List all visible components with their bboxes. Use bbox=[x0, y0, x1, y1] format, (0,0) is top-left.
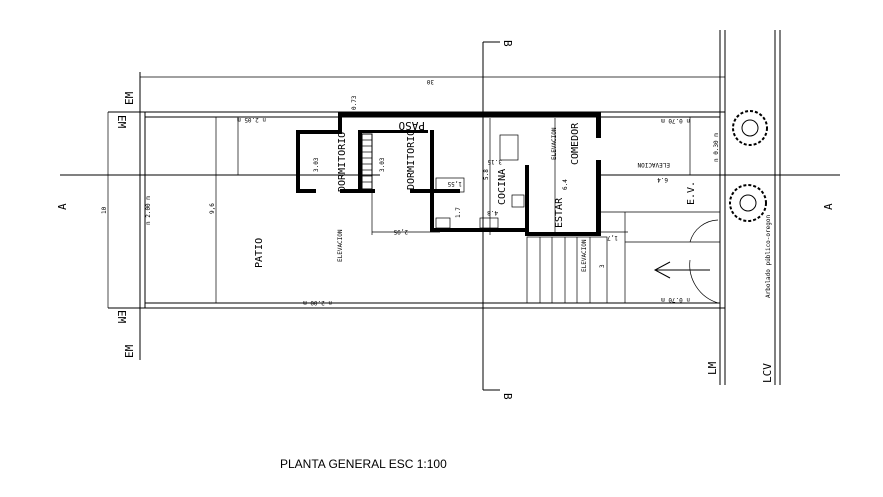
level-label: n 0.70 m bbox=[661, 117, 690, 124]
tree-icon bbox=[729, 110, 768, 222]
section-lines bbox=[60, 41, 840, 391]
em-label: EM bbox=[123, 91, 136, 105]
em-label: EM bbox=[115, 115, 128, 129]
dimension-lines bbox=[107, 76, 725, 308]
room-paso: PASO bbox=[399, 119, 426, 132]
elevation-marker: ELEVACION bbox=[637, 161, 670, 168]
dim-front-left: 1,7 bbox=[607, 234, 618, 241]
arbolado-label: Arbolado público-oregon bbox=[765, 215, 772, 298]
lm-label: LM bbox=[706, 361, 719, 375]
drawing-title: PLANTA GENERAL ESC 1:100 bbox=[280, 457, 447, 471]
level-label: n 0.70 m bbox=[661, 296, 690, 303]
dim-patio-width: 9,6 bbox=[209, 203, 216, 214]
level-label: n 2.00 m bbox=[145, 196, 152, 225]
room-cocina: COCINA bbox=[497, 169, 508, 205]
level-label: n 2.00 m bbox=[303, 299, 332, 306]
dim-total-width: 10 bbox=[101, 206, 108, 214]
dim-patio-depth: 2,95 bbox=[393, 228, 408, 235]
section-b-label: B bbox=[501, 393, 514, 400]
em-label: EM bbox=[123, 344, 136, 358]
elevation-marker: ELEVACION bbox=[551, 127, 558, 160]
section-b-label: B bbox=[501, 40, 514, 47]
lcv-label: LCV bbox=[761, 363, 774, 383]
building-walls bbox=[296, 112, 601, 236]
dim-estar: 6.4 bbox=[562, 179, 569, 190]
room-ev: E.V. bbox=[686, 181, 697, 205]
level-label: n 2.05 m bbox=[237, 116, 266, 123]
dim-small: 1.7 bbox=[455, 207, 462, 218]
elevation-marker: ELEVACION bbox=[581, 239, 588, 272]
room-comedor: COMEDOR bbox=[570, 122, 581, 165]
dim-kitchen-w: 4.8 bbox=[487, 209, 498, 216]
room-dormitorio: DORMITORIO bbox=[406, 130, 417, 190]
room-estar: ESTAR bbox=[554, 197, 565, 228]
section-a-label: A bbox=[822, 203, 835, 210]
dim-kitchen-len: 5.8 bbox=[483, 169, 490, 180]
dim-hall: 3.15 bbox=[487, 158, 502, 165]
dim-dorm-1: 3.03 bbox=[313, 157, 320, 172]
dim-total-length: 30 bbox=[426, 78, 434, 85]
elevation-marker: ELEVACION bbox=[337, 229, 344, 262]
em-label: EM bbox=[115, 310, 128, 324]
garage bbox=[526, 211, 720, 304]
dim-bath: 1,55 bbox=[447, 180, 462, 187]
dim-wall-offset: 0.73 bbox=[351, 95, 358, 110]
room-patio: PATIO bbox=[254, 238, 265, 268]
level-label: n 0.30 m bbox=[713, 133, 720, 162]
dim-front-yard: 6.4 bbox=[657, 176, 668, 183]
dim-dorm-2: 3.03 bbox=[379, 157, 386, 172]
section-a-label: A bbox=[56, 203, 69, 210]
room-dormitorio: DORMITORIO bbox=[337, 132, 348, 192]
dim-garage: 3 bbox=[599, 264, 606, 268]
